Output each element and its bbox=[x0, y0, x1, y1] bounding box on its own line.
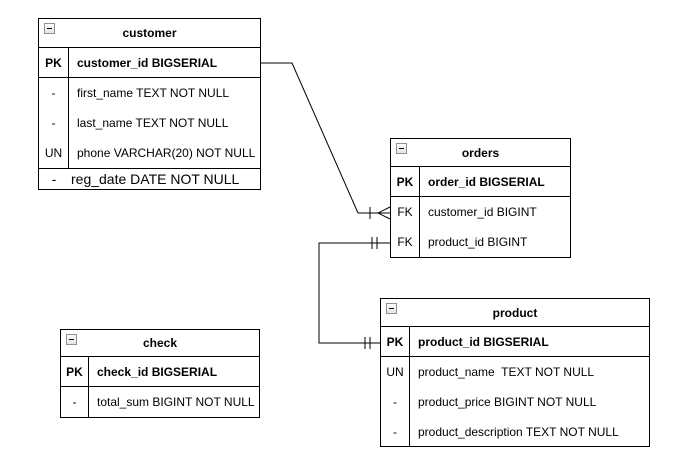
minus-icon bbox=[47, 28, 52, 29]
table-row[interactable]: - last_name TEXT NOT NULL bbox=[39, 108, 260, 138]
entity-customer-header[interactable]: customer bbox=[39, 19, 260, 48]
table-row[interactable]: FK customer_id BIGINT bbox=[391, 197, 570, 227]
entity-title: check bbox=[142, 336, 178, 350]
row-field-label: last_name TEXT NOT NULL bbox=[77, 116, 229, 130]
collapse-button[interactable] bbox=[44, 23, 55, 34]
row-key-badge: FK bbox=[391, 227, 420, 257]
minus-icon bbox=[69, 339, 74, 340]
table-row[interactable]: PK product_id BIGSERIAL bbox=[381, 327, 649, 357]
row-key-badge: PK bbox=[61, 357, 89, 386]
row-field-label: customer_id BIGSERIAL bbox=[77, 55, 218, 70]
row-field-label: check_id BIGSERIAL bbox=[97, 364, 218, 379]
minus-icon bbox=[389, 308, 394, 309]
row-key-badge: PK bbox=[381, 327, 410, 356]
row-key-badge: PK bbox=[391, 167, 420, 196]
row-field-label: product_id BIGINT bbox=[428, 235, 528, 249]
one-to-many-crow-foot-icon bbox=[369, 206, 391, 220]
relation-customer-orders-line[interactable] bbox=[261, 62, 391, 220]
entity-product-header[interactable]: product bbox=[381, 299, 649, 327]
row-key-badge: PK bbox=[39, 48, 69, 77]
row-key-badge: UN bbox=[39, 138, 69, 168]
relation-edge bbox=[261, 62, 390, 214]
row-field-label: reg_date DATE NOT NULL bbox=[71, 171, 240, 187]
row-field-label: customer_id BIGINT bbox=[428, 205, 537, 219]
exactly-one-double-tick-icon bbox=[364, 337, 371, 349]
row-key-badge: - bbox=[51, 171, 57, 187]
table-row[interactable]: PK customer_id BIGSERIAL bbox=[39, 48, 260, 78]
row-field-label: phone VARCHAR(20) NOT NULL bbox=[77, 146, 256, 160]
table-row[interactable]: - first_name TEXT NOT NULL bbox=[39, 78, 260, 108]
table-row[interactable]: PK check_id BIGSERIAL bbox=[61, 357, 259, 387]
row-key-badge: - bbox=[381, 417, 410, 446]
entity-customer[interactable]: customer PK customer_id BIGSERIAL - firs… bbox=[38, 18, 261, 190]
row-key-badge: - bbox=[39, 108, 69, 138]
table-row[interactable]: - product_description TEXT NOT NULL bbox=[381, 417, 649, 446]
row-field-label: product_id BIGSERIAL bbox=[418, 334, 549, 349]
row-field-label: product_description TEXT NOT NULL bbox=[418, 424, 619, 439]
table-row[interactable]: - total_sum BIGINT NOT NULL bbox=[61, 387, 259, 417]
row-key-badge: - bbox=[39, 78, 69, 108]
table-row[interactable]: UN phone VARCHAR(20) NOT NULL bbox=[39, 138, 260, 168]
entity-title: product bbox=[492, 305, 538, 320]
relation-edge bbox=[318, 242, 390, 344]
collapse-button[interactable] bbox=[386, 303, 397, 314]
minus-icon bbox=[399, 148, 404, 149]
collapse-button[interactable] bbox=[66, 334, 77, 345]
row-field-label: order_id BIGSERIAL bbox=[428, 174, 545, 189]
entity-check-header[interactable]: check bbox=[61, 330, 259, 357]
row-field-label: total_sum BIGINT NOT NULL bbox=[97, 395, 255, 409]
table-row[interactable]: - product_price BIGINT NOT NULL bbox=[381, 387, 649, 417]
row-field-label: first_name TEXT NOT NULL bbox=[77, 86, 230, 100]
table-row[interactable]: PK order_id BIGSERIAL bbox=[391, 167, 570, 197]
row-field-label: product_name TEXT NOT NULL bbox=[418, 365, 595, 379]
exactly-one-double-tick-icon bbox=[371, 237, 378, 249]
row-key-badge: FK bbox=[391, 197, 420, 227]
row-key-badge: - bbox=[61, 387, 89, 417]
collapse-button[interactable] bbox=[396, 143, 407, 154]
entity-product[interactable]: product PK product_id BIGSERIAL UN produ… bbox=[380, 298, 650, 447]
relation-orders-product-line[interactable] bbox=[318, 237, 390, 349]
entity-orders[interactable]: orders PK order_id BIGSERIAL FK customer… bbox=[390, 138, 571, 258]
entity-title: customer bbox=[122, 26, 177, 40]
row-key-badge: - bbox=[381, 387, 410, 417]
row-key-badge: UN bbox=[381, 357, 410, 387]
table-row[interactable]: UN product_name TEXT NOT NULL bbox=[381, 357, 649, 387]
entity-check[interactable]: check PK check_id BIGSERIAL - total_sum … bbox=[60, 329, 260, 418]
table-row[interactable]: FK product_id BIGINT bbox=[391, 227, 570, 257]
table-row[interactable]: - reg_date DATE NOT NULL bbox=[39, 168, 260, 189]
entity-title: orders bbox=[461, 145, 500, 160]
entity-orders-header[interactable]: orders bbox=[391, 139, 570, 167]
row-field-label: product_price BIGINT NOT NULL bbox=[418, 395, 597, 409]
